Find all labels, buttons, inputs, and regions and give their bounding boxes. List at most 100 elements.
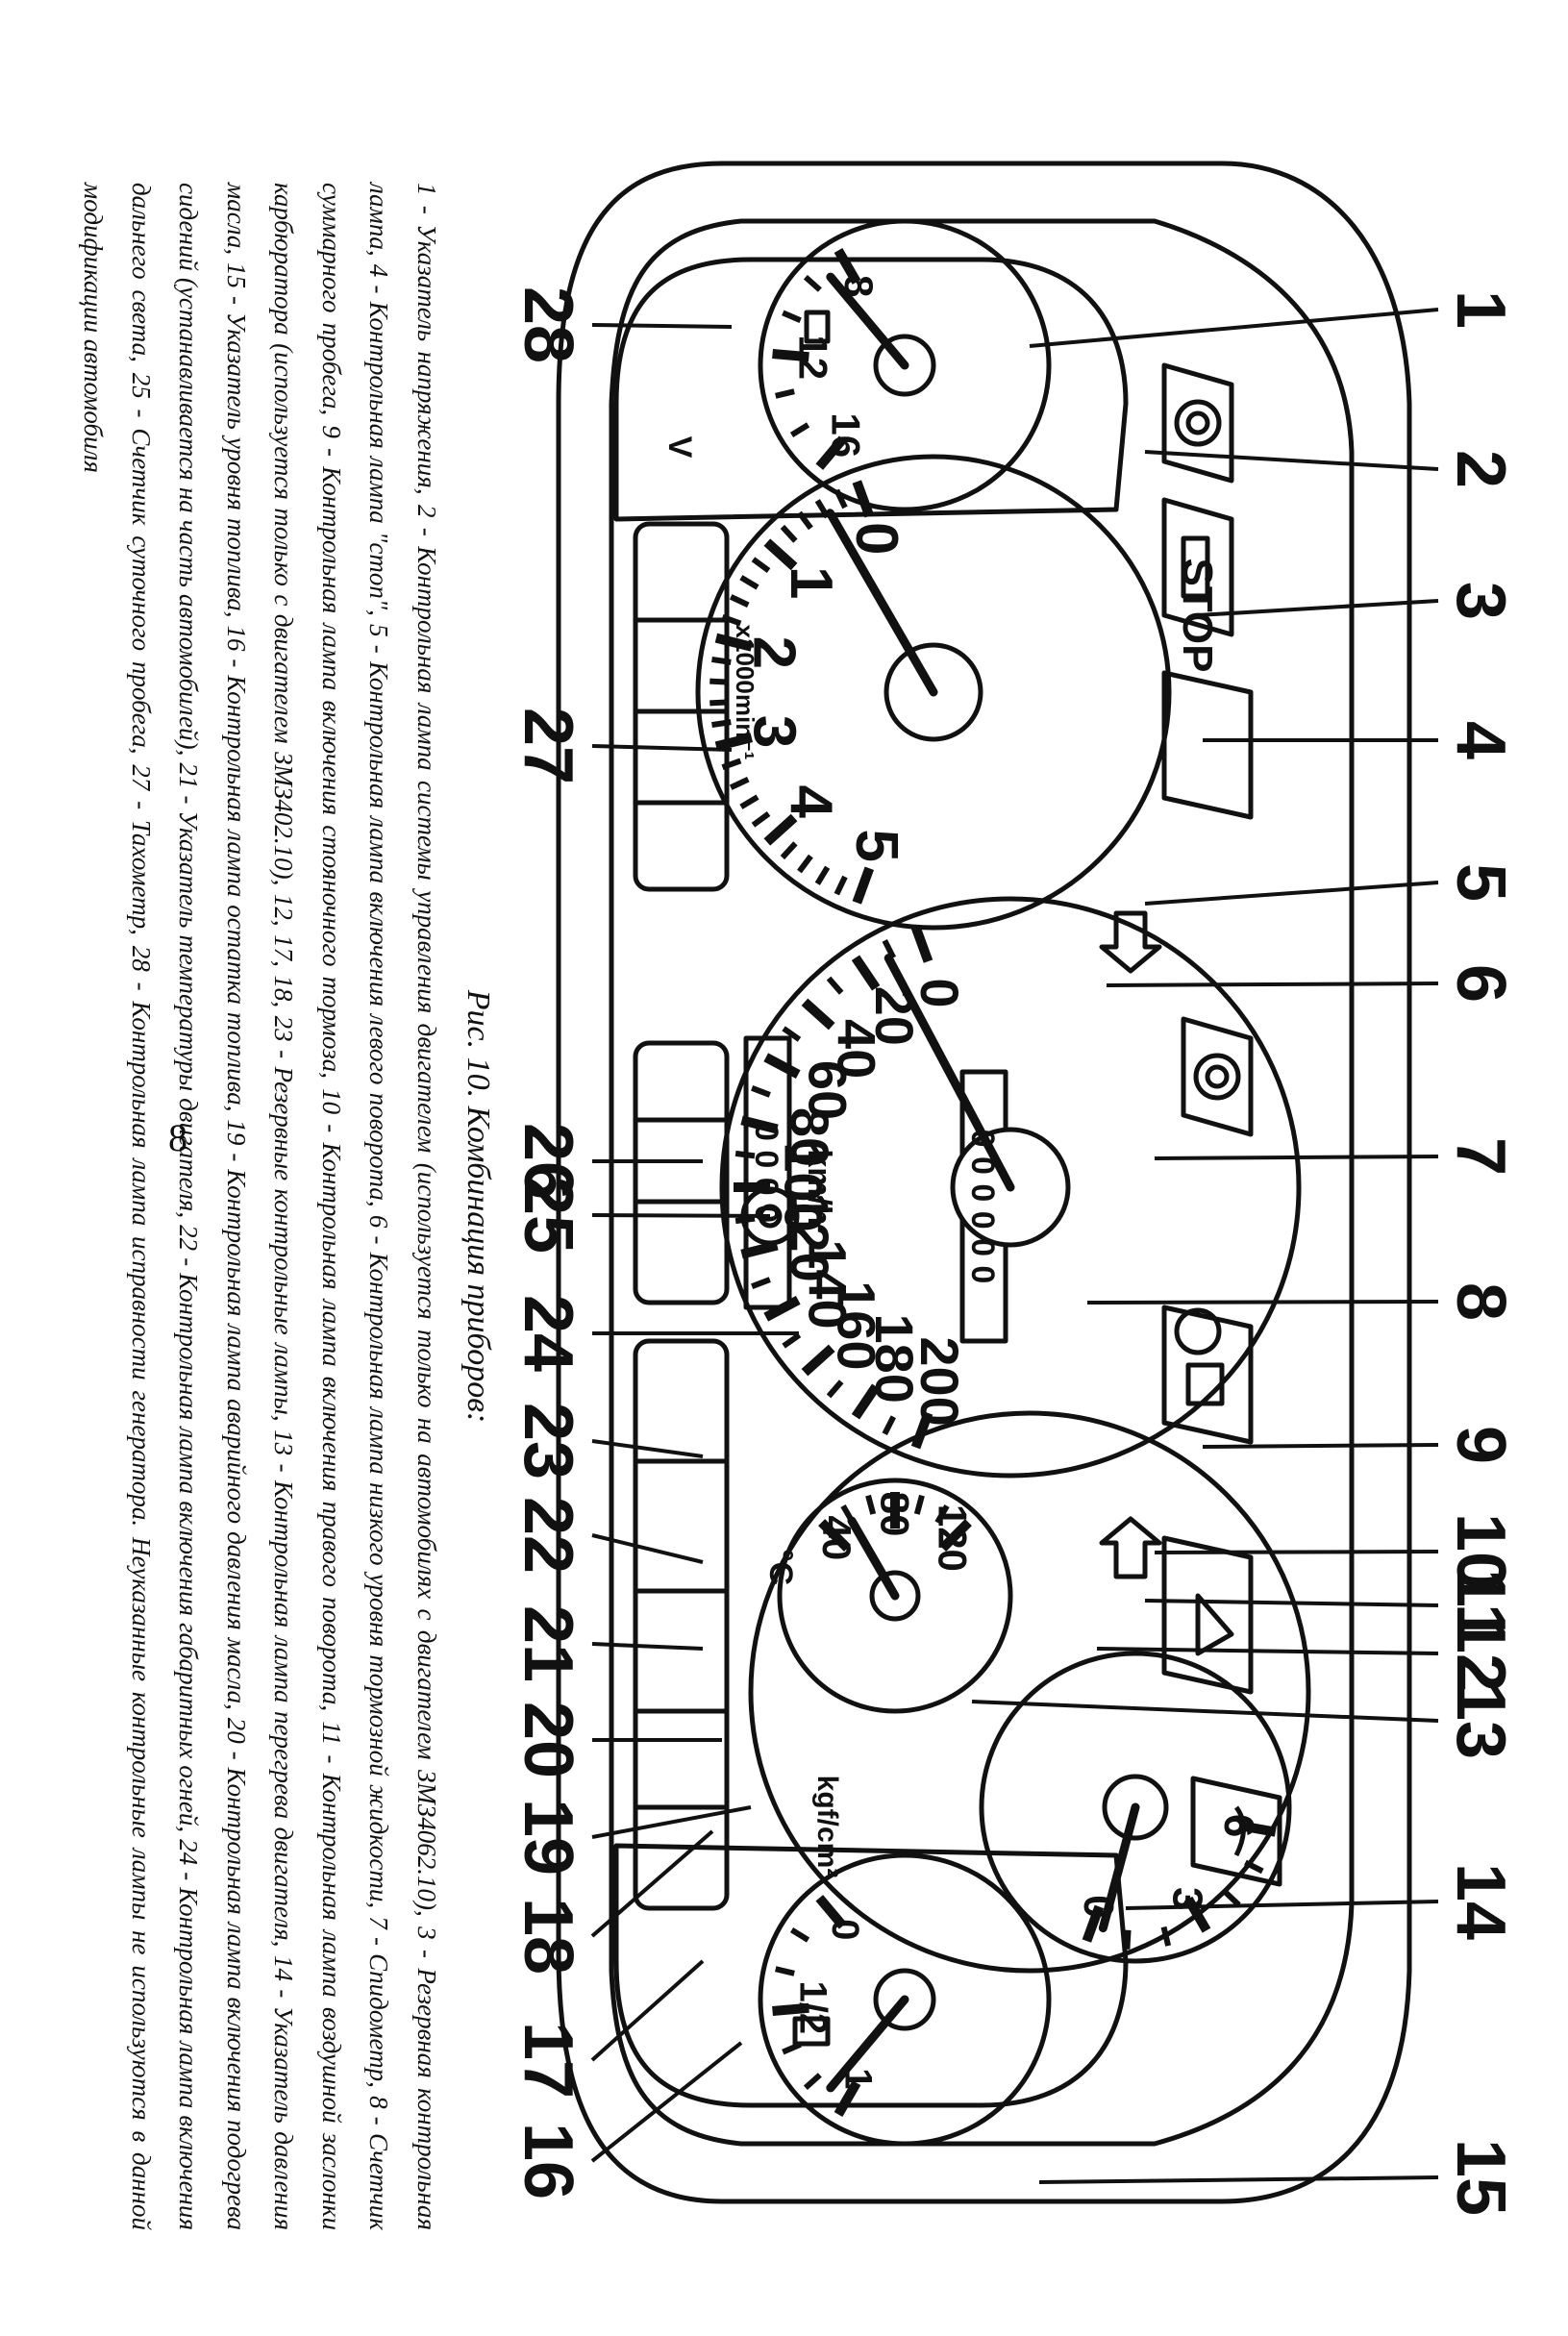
speedometer-number: 0 <box>909 978 970 1007</box>
fuel-gauge-tick <box>775 1966 795 1976</box>
oil-pressure-unit: kgf/cm² <box>811 1776 843 1878</box>
temp-oil-bezel <box>748 1410 1311 1974</box>
voltmeter-tick <box>834 247 861 285</box>
speedometer-tick <box>763 1053 801 1080</box>
page-number: 8 <box>168 1116 187 1159</box>
tachometer-tick <box>751 557 771 574</box>
oil-pressure-gauge-tick <box>1238 1821 1277 1837</box>
tachometer-tick <box>739 794 759 809</box>
speedometer-tick <box>751 1084 771 1098</box>
tachometer-tick <box>852 480 875 518</box>
speedometer-tick <box>740 1240 779 1259</box>
voltmeter-number: 12 <box>791 335 836 380</box>
tachometer-tick <box>780 524 798 543</box>
speedometer-unit: km/h <box>801 1149 837 1225</box>
callout-5: 5 <box>1442 863 1519 902</box>
callout-7: 7 <box>1442 1137 1519 1176</box>
speedometer-tick <box>910 925 933 963</box>
fuel-gauge-tick <box>803 2073 822 2090</box>
callout-leader-15 <box>1038 2175 1439 2184</box>
speedometer-tick <box>751 1277 771 1290</box>
speedometer-tick <box>782 1026 802 1042</box>
tachometer-tick <box>729 776 750 790</box>
callout-9: 9 <box>1442 1426 1519 1464</box>
callout-18: 18 <box>510 1898 586 1975</box>
gauges-layer: 012345x1000min⁻¹020406080100120140160180… <box>661 218 1311 2147</box>
speedometer-number: 80 <box>780 1107 840 1167</box>
callout-leader-9 <box>1202 1443 1439 1449</box>
speedometer-tick <box>851 955 881 991</box>
speedometer-needle <box>884 954 1015 1192</box>
temperature-gauge-tick <box>818 1519 852 1553</box>
figure-caption: Рис. 10. Комбинация приборов: 1 - Указат… <box>69 183 497 2230</box>
voltmeter-tick <box>775 388 795 399</box>
speedometer-number: 140 <box>798 1239 859 1329</box>
voltmeter-tick <box>789 422 810 438</box>
callout-leader-8 <box>1086 1300 1439 1305</box>
callout-17: 17 <box>510 2022 586 2099</box>
callout-11: 11 <box>1442 1569 1519 1642</box>
speedometer-tick <box>801 998 835 1031</box>
callout-25: 25 <box>510 1177 586 1254</box>
callout-leader-16 <box>590 2041 743 2163</box>
speedometer-tick <box>882 939 897 959</box>
callout-leader-17 <box>590 1959 705 2062</box>
callout-leader-13 <box>971 1700 1439 1723</box>
callout-leader-14 <box>1125 1900 1439 1910</box>
fuel-gauge-needle <box>826 1995 909 2093</box>
fuel-gauge-number: 1/2 <box>791 1980 834 2034</box>
odometer-trip: 0 0 0 0 <box>748 1123 784 1223</box>
speedometer-tick <box>910 1411 933 1450</box>
temperature-gauge-number: 80 <box>872 1492 917 1537</box>
speedometer-tick <box>740 1115 779 1134</box>
speedometer-number: 160 <box>827 1280 887 1370</box>
callout-20: 20 <box>510 1702 586 1778</box>
callout-21: 21 <box>510 1605 586 1682</box>
odometer-total: 0 0 0 0 0 0 <box>964 1130 1001 1284</box>
tachometer-unit: x1000min⁻¹ <box>731 625 759 760</box>
callout-leader-1 <box>1029 308 1439 348</box>
cluster-outline <box>556 161 1412 2204</box>
voltmeter-tick <box>782 310 802 324</box>
tachometer-tick <box>751 810 771 828</box>
tachometer-tick <box>721 758 742 770</box>
callout-10: 10 <box>1442 1513 1519 1590</box>
caption-text: 1 - Указатель напряжения, 2 - Контрольна… <box>79 183 442 2230</box>
tachometer-tick <box>729 594 750 609</box>
speedometer-tick <box>826 976 844 995</box>
oil-pressure-gauge-tick <box>1160 1926 1172 1947</box>
callout-leader-22 <box>591 1533 704 1564</box>
oil-pressure-gauge-tick <box>1124 1929 1132 1950</box>
speedometer-tick <box>826 1379 844 1399</box>
callout-27: 27 <box>510 708 586 784</box>
tachometer-tick <box>780 841 798 860</box>
tachometer-tick <box>797 510 813 531</box>
voltmeter-number: 16 <box>823 412 868 458</box>
tachometer-tick <box>739 575 759 590</box>
fuel-gauge-tick <box>789 1926 810 1943</box>
callout-23: 23 <box>510 1403 586 1479</box>
speedometer-number: 60 <box>798 1060 859 1120</box>
voltmeter-bezel <box>758 218 1052 512</box>
callout-19: 19 <box>510 1799 586 1876</box>
temperature-gauge-number: 120 <box>930 1504 975 1572</box>
fuel-gauge-number: 0 <box>824 1919 866 1940</box>
tachometer-number: 3 <box>740 715 807 748</box>
callout-22: 22 <box>510 1497 586 1574</box>
fuel-gauge-tick <box>834 2080 861 2118</box>
tachometer-number: 1 <box>778 566 844 599</box>
speedometer-tick <box>851 1383 881 1420</box>
voltmeter-tick <box>803 275 822 292</box>
oil-pressure-gauge-number: 6 <box>1215 1814 1262 1837</box>
callout-leader-3 <box>1197 599 1439 617</box>
callout-24: 24 <box>510 1295 586 1372</box>
callout-6: 6 <box>1442 964 1519 1003</box>
speedometer-number: 120 <box>780 1192 840 1281</box>
temperature-gauge-tick <box>934 1503 950 1525</box>
callout-14: 14 <box>1442 1863 1519 1940</box>
